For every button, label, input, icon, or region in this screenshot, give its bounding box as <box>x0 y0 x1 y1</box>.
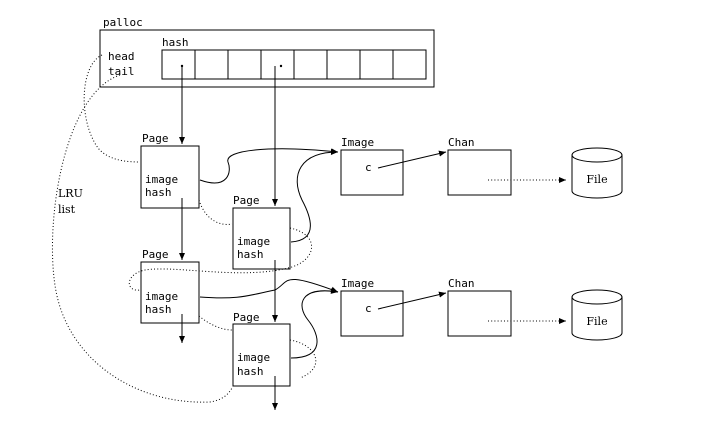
file-cylinder-body <box>571 297 623 341</box>
hash-slot <box>194 49 229 80</box>
hash-table <box>161 49 427 80</box>
page-box <box>140 145 200 209</box>
image2-c-to-chan2-arrow <box>377 291 447 310</box>
page-box <box>140 261 200 324</box>
hash-slot-pointer-dot <box>279 64 283 68</box>
hash-slot <box>293 49 328 80</box>
chan-2: Chan <box>447 277 512 337</box>
chan-box <box>447 290 512 337</box>
page-3: Page image hash <box>140 248 200 324</box>
image-c-field: c <box>365 161 372 174</box>
image-box <box>340 149 404 196</box>
page-2: Page image hash <box>232 194 291 270</box>
palloc-label: palloc <box>103 16 143 29</box>
lru-label-line2: list <box>58 203 76 216</box>
page2-to-image1-arrow <box>290 149 339 243</box>
image-c-field: c <box>365 302 372 315</box>
image1-c-to-chan1-arrow <box>377 150 447 169</box>
hash-slot <box>161 49 196 80</box>
file-cylinder-body <box>571 155 623 199</box>
page4-to-image2-arrow <box>290 287 339 359</box>
lru-page1-page2-link <box>198 199 233 225</box>
lru-label-line1: LRU <box>58 187 83 200</box>
hash-table-label: hash <box>162 36 189 49</box>
page-image-field: image <box>237 351 270 364</box>
file-2: File <box>571 289 623 341</box>
page-image-field: image <box>145 173 178 186</box>
hash-slot <box>326 49 361 80</box>
file-label: File <box>586 173 607 186</box>
page-title: Page <box>233 194 260 207</box>
lru-tail-link <box>51 74 233 403</box>
palloc-tail-label: tail <box>108 65 135 78</box>
page-hash-field: hash <box>145 186 172 199</box>
lru-page3-page4-link <box>198 315 233 331</box>
page-hash-field: hash <box>237 248 264 261</box>
chan-title: Chan <box>448 136 475 149</box>
page-box <box>232 207 291 270</box>
chan-1: Chan <box>447 136 512 196</box>
image-2: Image c <box>340 277 404 337</box>
page-1: Page image hash <box>140 132 200 209</box>
image-1: Image c <box>340 136 404 196</box>
page-4: Page image hash <box>232 311 291 387</box>
page-hash-field: hash <box>145 303 172 316</box>
palloc-struct: palloc head tail hash <box>99 16 435 88</box>
page-image-field: image <box>145 290 178 303</box>
page-hash-field: hash <box>237 365 264 378</box>
hash-slot <box>227 49 262 80</box>
chan-title: Chan <box>448 277 475 290</box>
page1-to-image1-arrow <box>199 148 339 184</box>
page-image-field: image <box>237 235 270 248</box>
lru-page4-loop <box>289 339 317 379</box>
image-pointer-arrows <box>199 148 339 359</box>
image-box <box>340 290 404 337</box>
page-title: Page <box>142 132 169 145</box>
palloc-head-label: head <box>108 50 135 63</box>
hash-slot <box>260 49 295 80</box>
page3-to-image2-arrow <box>199 278 339 299</box>
page-box <box>232 323 291 387</box>
lru-list-links <box>51 54 317 403</box>
file-cylinder-top <box>571 147 623 163</box>
hash-chain-arrows <box>179 66 278 410</box>
page-title: Page <box>233 311 260 324</box>
file-label: File <box>586 315 607 328</box>
image-title: Image <box>341 136 374 149</box>
file-cylinder-top <box>571 289 623 305</box>
page-title: Page <box>142 248 169 261</box>
lru-page2-page3-link <box>128 227 312 291</box>
lru-head-link <box>83 54 141 163</box>
hash-slot <box>392 49 427 80</box>
file-1: File <box>571 147 623 199</box>
image-title: Image <box>341 277 374 290</box>
hash-slot <box>359 49 394 80</box>
chan-box <box>447 149 512 196</box>
